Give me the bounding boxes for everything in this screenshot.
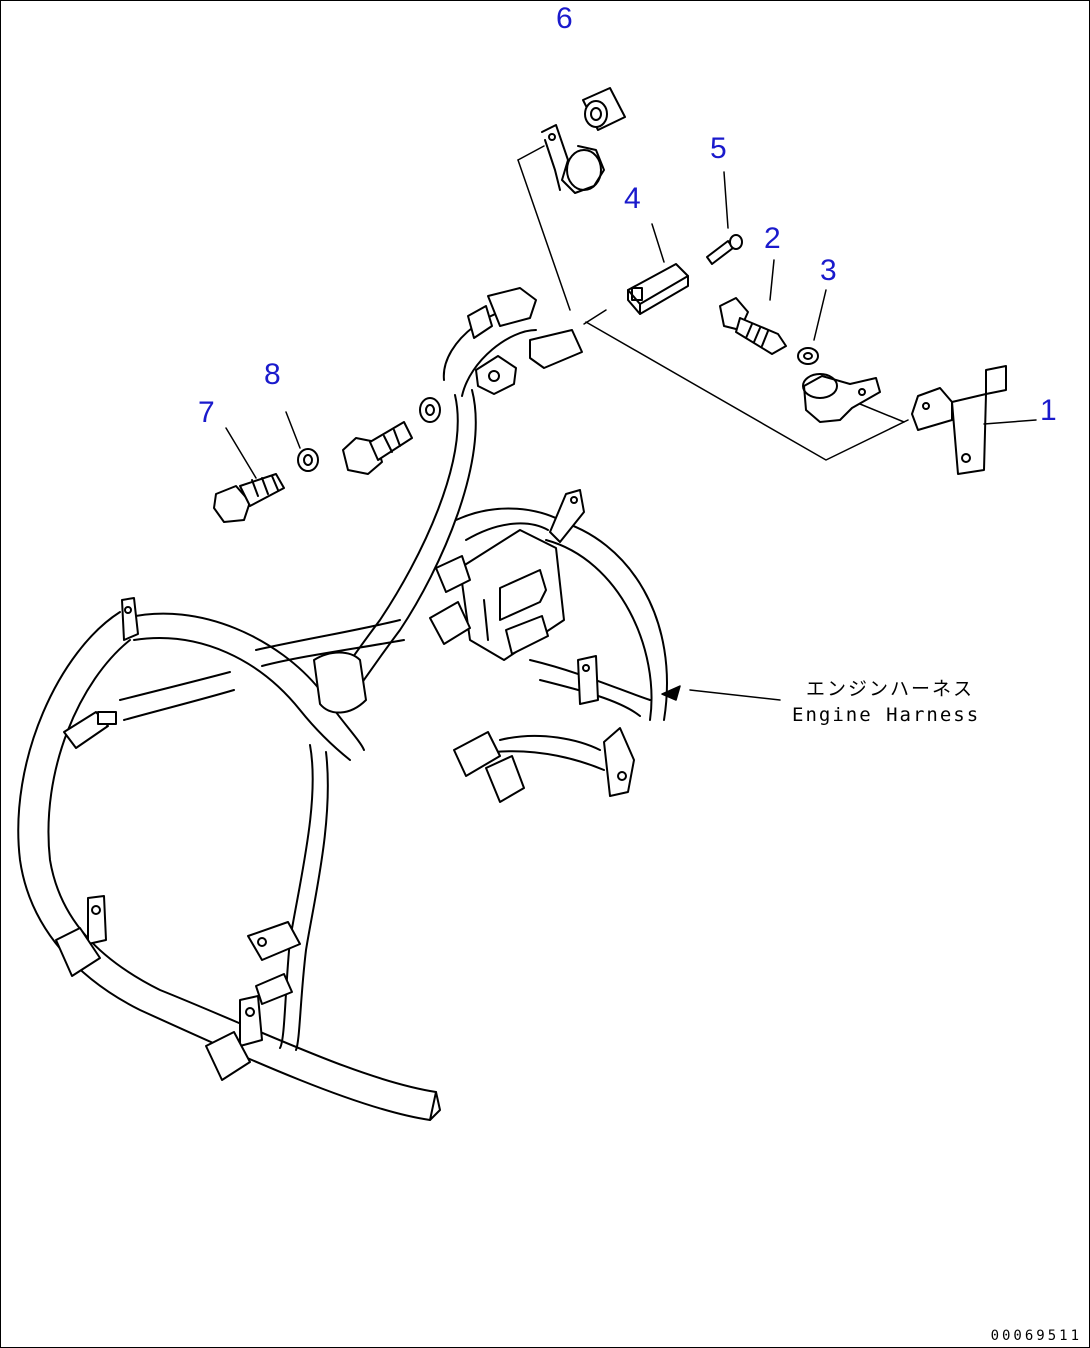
callout-3: 3 [820,254,837,287]
callout-6: 6 [556,2,573,35]
part-5-bolt [706,234,743,265]
top-connector [467,287,583,395]
part-6-collar [582,87,626,131]
mounted-bolt [342,397,441,475]
callout-8: 8 [264,358,281,391]
callout-4: 4 [624,182,641,215]
part-3-washer [797,347,819,365]
drawing-number: 00069511 [990,1328,1082,1344]
part-7-bolt [213,473,285,523]
part-2-bolt [719,297,787,355]
junction-box [459,529,565,661]
harness-label-japanese: エンジンハーネス [806,678,975,700]
callout-2: 2 [764,222,781,255]
callout-1: 1 [1040,394,1057,427]
part-1-bracket [911,365,1007,475]
part-4-connector [627,263,689,315]
small-connectors [63,555,525,1005]
pipe-clamp [802,373,881,423]
callout-7: 7 [198,396,215,429]
callout-5: 5 [710,132,727,165]
part-8-washer [297,448,319,472]
assembly-lines [225,145,1037,701]
harness-label-english: Engine Harness [792,704,981,726]
upper-clamp [541,124,605,194]
harness-clamps [55,489,635,1081]
